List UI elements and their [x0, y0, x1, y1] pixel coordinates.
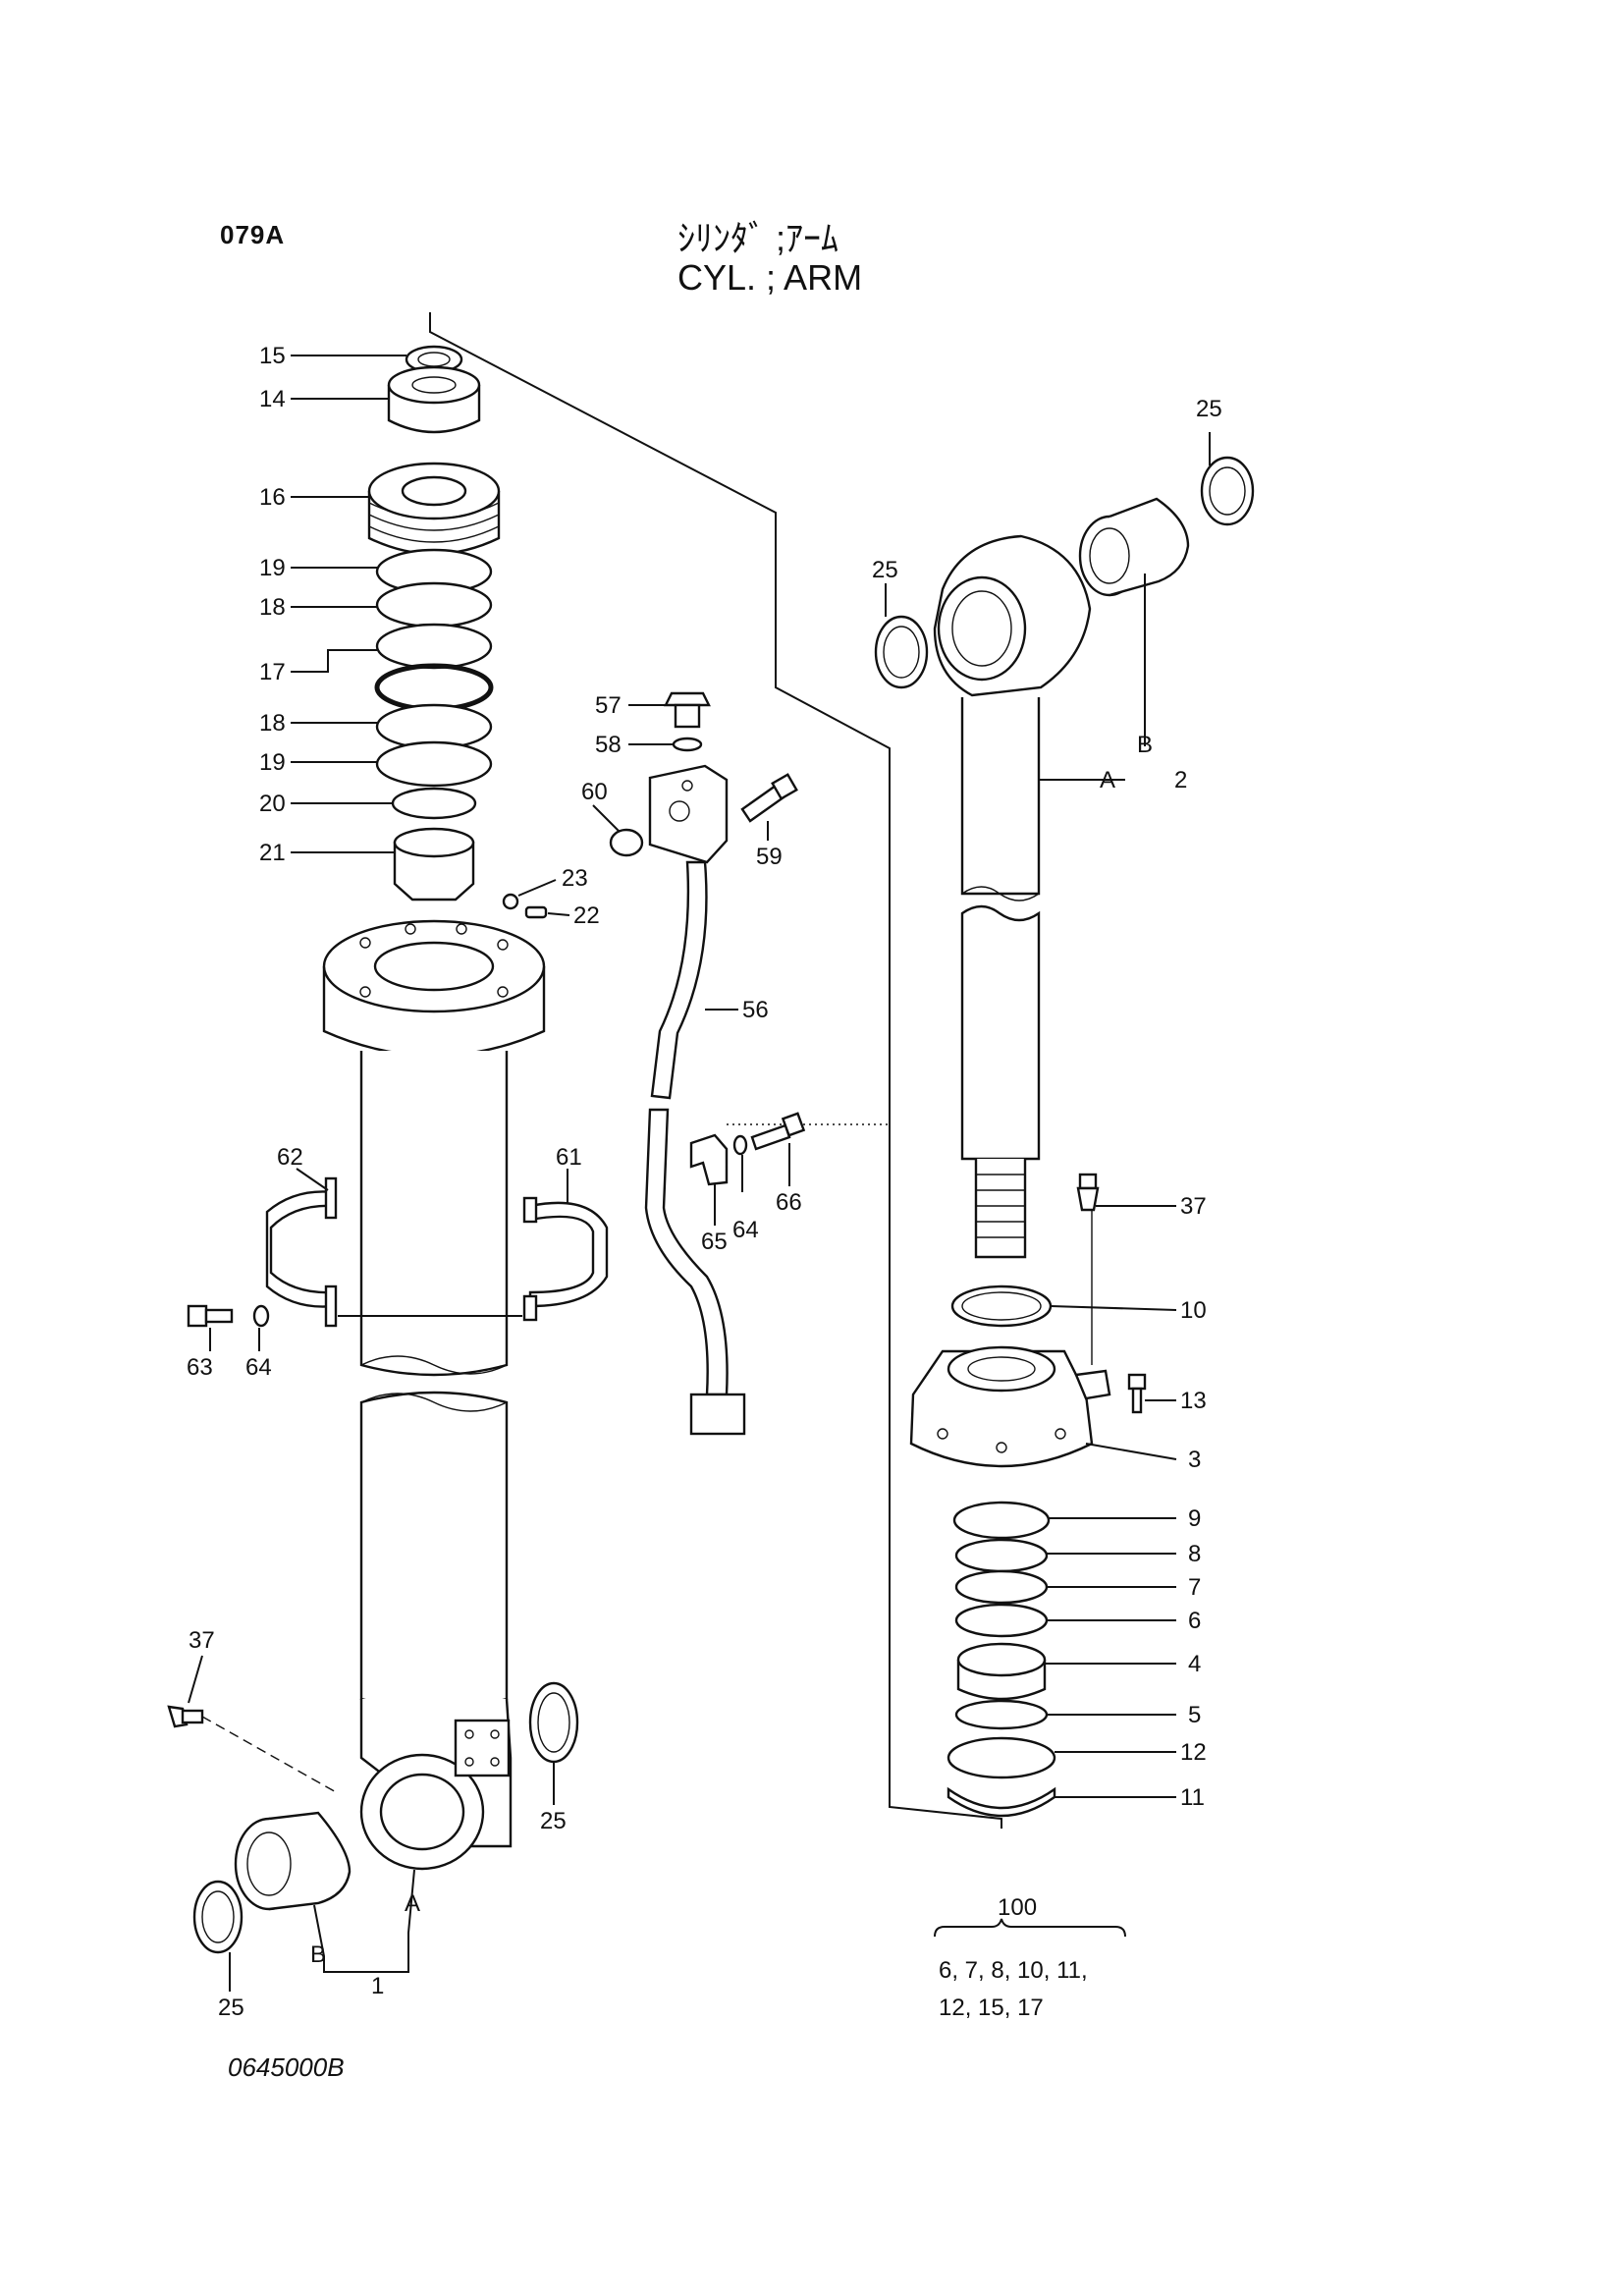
manifold-block: [648, 764, 729, 864]
callout-11: 11: [1180, 1784, 1205, 1811]
part-61-band-clamp: [522, 1196, 609, 1322]
callout-15: 15: [259, 343, 286, 369]
part-3-piston: [909, 1345, 1111, 1468]
callout-8: 8: [1188, 1541, 1201, 1567]
callout-61: 61: [556, 1144, 582, 1171]
kit-number: 100: [998, 1894, 1037, 1921]
drawing-number: 0645000B: [228, 2052, 345, 2082]
kit-contents-line-1: 6, 7, 8, 10, 11,: [939, 1957, 1088, 1984]
callout-25-c: 25: [1196, 396, 1222, 422]
part-25-seal-right-of-clevis: [528, 1681, 579, 1764]
part-65-clip: [689, 1133, 729, 1186]
callout-19-b: 19: [259, 749, 286, 776]
callout-63: 63: [187, 1354, 213, 1381]
callout-37: 37: [189, 1627, 215, 1654]
callout-57: 57: [595, 692, 622, 719]
callout-10: 10: [1180, 1297, 1207, 1324]
callout-59: 59: [756, 844, 783, 870]
callout-21: 21: [259, 840, 286, 866]
part-22-set-screw: [524, 905, 548, 919]
seal-ring-stack-upper: [374, 548, 494, 820]
callout-6: 6: [1188, 1608, 1201, 1634]
seal-kit-block: 100 6, 7, 8, 10, 11, 12, 15, 17: [939, 1894, 1088, 2021]
callout-9: 9: [1188, 1505, 1201, 1532]
callout-12: 12: [1180, 1739, 1207, 1766]
callout-25: 25: [540, 1808, 567, 1834]
part-64-washer-left: [252, 1304, 270, 1328]
callout-37-b: 37: [1180, 1193, 1207, 1220]
part-63-bolt: [187, 1304, 234, 1328]
callout-66: 66: [776, 1189, 802, 1216]
part-25-seal-bottom-left: [192, 1880, 243, 1954]
part-66-bolt: [750, 1112, 806, 1151]
part-60-o-ring: [609, 828, 644, 857]
part-64-washer-right: [732, 1134, 748, 1156]
callout-65: 65: [701, 1229, 728, 1255]
callout-3: 3: [1188, 1447, 1201, 1473]
part-14-nut: [387, 365, 481, 434]
callout-60: 60: [581, 779, 608, 805]
title-english: CYL. ; ARM: [677, 257, 863, 298]
piston-rod: [960, 697, 1041, 1259]
callout-18: 18: [259, 594, 286, 621]
part-59-bolt: [740, 773, 798, 823]
callout-14: 14: [259, 386, 286, 412]
part-56-pipe: [644, 860, 746, 1436]
callout-62: 62: [277, 1144, 303, 1171]
part-57-plug: [664, 691, 711, 729]
title-japanese: ｼﾘﾝﾀﾞ ;ｱｰﾑ: [677, 218, 839, 258]
bushing-b-left: [234, 1811, 352, 1911]
callout-25-d: 25: [872, 557, 898, 583]
callout-23: 23: [562, 865, 588, 892]
part-25-seal-right-eye: [874, 615, 929, 689]
part-58-o-ring: [672, 737, 703, 752]
part-10-seal-ring: [950, 1285, 1053, 1328]
callout-7: 7: [1188, 1574, 1201, 1601]
callout-20: 20: [259, 791, 286, 817]
callout-19: 19: [259, 555, 286, 581]
page-code: 079A: [220, 220, 286, 249]
part-13-screw: [1127, 1373, 1147, 1414]
callout-56: 56: [742, 997, 769, 1023]
part-23-ball: [502, 893, 519, 910]
callout-18-b: 18: [259, 710, 286, 737]
part-62-band-clamp: [265, 1176, 338, 1328]
callout-a-left: A: [405, 1890, 420, 1917]
callout-b-right: B: [1137, 732, 1153, 758]
callout-64: 64: [245, 1354, 272, 1381]
bushing-b-right: [1078, 497, 1190, 597]
callout-2: 2: [1174, 767, 1187, 793]
part-37-grease-fitting-left: [167, 1705, 339, 1794]
rod-eye: [933, 534, 1092, 697]
callout-4: 4: [1188, 1651, 1201, 1677]
callout-25-b: 25: [218, 1995, 244, 2021]
kit-contents-line-2: 12, 15, 17: [939, 1995, 1044, 2021]
callout-1: 1: [371, 1973, 384, 1999]
rod-end-clevis-housing: [359, 1698, 513, 1871]
leader-lines: [188, 355, 1211, 1992]
cylinder-tube: [322, 919, 546, 1711]
part-21-gland-nut: [393, 827, 475, 902]
callout-64-b: 64: [732, 1217, 759, 1243]
part-25-seal-top-right: [1200, 456, 1255, 526]
callout-16: 16: [259, 484, 286, 511]
seal-ring-stack-lower: [947, 1501, 1056, 1818]
callout-labels: 15 14 16 19 18 17 18 19 20 21 23 22 57 5…: [187, 343, 1222, 2021]
callout-22: 22: [573, 902, 600, 929]
callout-13: 13: [1180, 1388, 1207, 1414]
callout-58: 58: [595, 732, 622, 758]
callout-17: 17: [259, 659, 286, 685]
part-37-grease-fitting-right: [1076, 1173, 1100, 1365]
callout-5: 5: [1188, 1702, 1201, 1728]
assembly-boundary-line: [429, 312, 1002, 1829]
callout-a-right: A: [1100, 767, 1115, 793]
part-16-threaded-gland: [367, 462, 501, 556]
callout-b-left: B: [310, 1941, 326, 1968]
